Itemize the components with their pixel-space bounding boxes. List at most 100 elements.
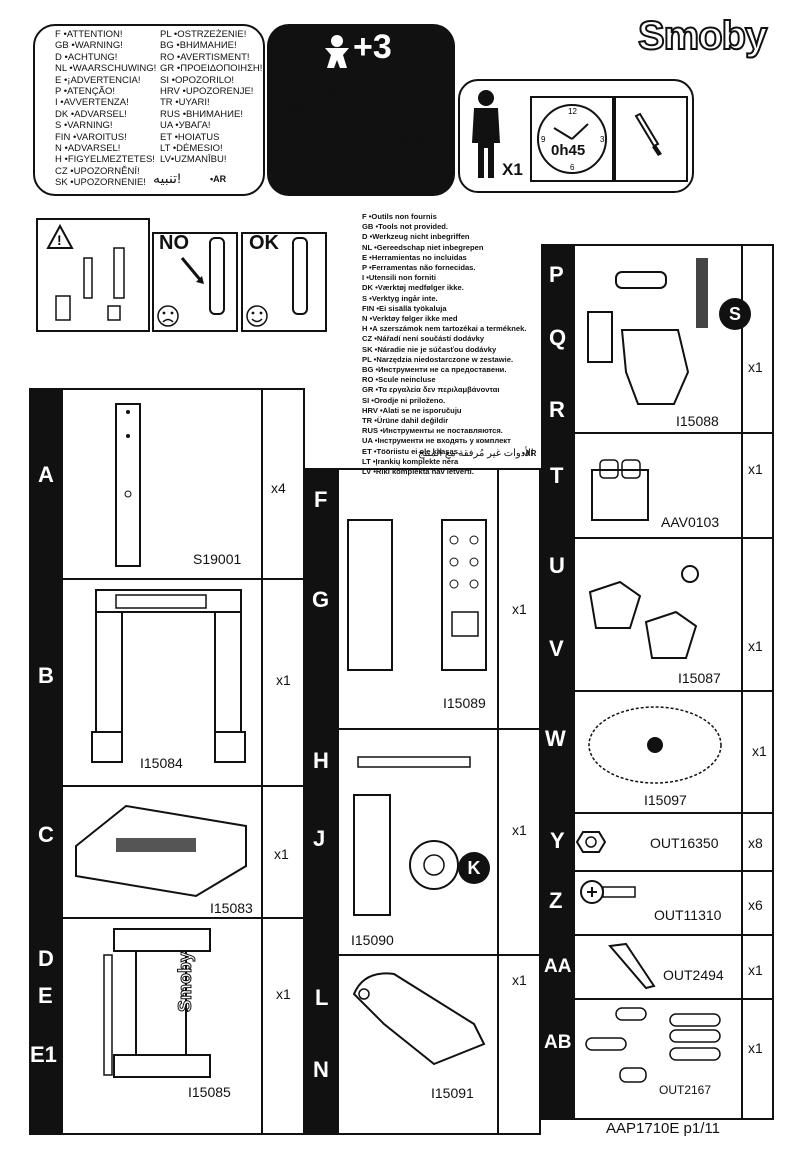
text-line: TR •Ürüne dahil değildir [362, 416, 449, 425]
part-letter-d: D [38, 946, 54, 971]
part-qty-l: x1 [512, 972, 527, 988]
part-qty-w: x1 [752, 743, 767, 759]
divider [541, 432, 774, 434]
right-column-frame [541, 244, 774, 1120]
part-badge-k: K [458, 852, 490, 884]
text-line: F •ATTENTION! [55, 29, 123, 40]
wrench-ok-label: OK [249, 232, 279, 254]
age-unit: yaşından [378, 98, 424, 111]
knife-icon [634, 112, 662, 156]
text-line: P •ATENÇÃO! [55, 86, 115, 97]
part-letter-c: C [38, 822, 54, 847]
knife-frame [614, 96, 688, 182]
text-line: PL •OSTRZEŻENIE! [160, 29, 247, 40]
age-unit: år [285, 160, 295, 173]
age-unit: години [329, 144, 366, 157]
text-line: F •Outils non fournis [362, 212, 437, 221]
part-letter-a: A [38, 462, 54, 487]
age-unit: let [378, 75, 391, 87]
text-line: D •Werkzeug nicht inbegriffen [362, 232, 470, 242]
text-line: GR •Τα εργαλεία δεν περιλαμβάνονται [362, 385, 500, 395]
part-ref-t: AAV0103 [661, 514, 720, 530]
text-line: DK •Værktøj medfølger ikke. [362, 283, 464, 293]
part-qty-y: x8 [748, 835, 763, 851]
text-line: UA •УВАГА! [160, 120, 211, 132]
text-line: CZ •Nářadí není součástí dodávky [362, 334, 485, 344]
middle-column-bar [305, 468, 339, 1135]
age-unit: лет [378, 109, 396, 122]
divider [541, 870, 774, 872]
part-ab-drawing [585, 1007, 721, 1083]
part-qty-a: x4 [271, 480, 286, 496]
part-c-drawing [75, 804, 247, 898]
part-qty-f: x1 [512, 601, 527, 617]
divider [541, 998, 774, 1000]
text-line: RO •Scule neincluse [362, 375, 436, 385]
part-letter-l: L [315, 985, 329, 1010]
part-letter-v: V [549, 636, 564, 661]
age-unit: lata [329, 132, 348, 145]
age-unit: év [329, 98, 341, 111]
text-line: PL •Narzędzia niedostarczone w zestawie. [362, 354, 514, 364]
wrench-warning-panel [36, 218, 150, 332]
age-unit: ani [329, 156, 345, 169]
text-line: GB •WARNING! [55, 40, 123, 52]
warning-arabic: تنبيه! [153, 170, 181, 186]
svg-text:Smoby: Smoby [175, 952, 195, 1012]
part-ref-a: S19001 [193, 551, 242, 567]
warning-box [33, 24, 265, 196]
text-line: H •A szerszámok nem tartozékai a termékn… [362, 324, 527, 334]
text-line: P •Ferramentas não fornecidas. [362, 263, 476, 272]
part-letter-aa: AA [544, 956, 572, 977]
right-column-bar [541, 244, 575, 1120]
part-letter-p: P [549, 262, 564, 287]
text-line: N •ADVARSEL! [55, 143, 121, 154]
text-line: NL •WAARSCHUWING! [55, 63, 157, 75]
text-line: SI •Orodje ni priloženo. [362, 395, 446, 405]
assembly-time: 0h45 [551, 142, 586, 159]
part-ref-aa: OUT2494 [663, 967, 724, 983]
assembly-info-box [458, 79, 694, 193]
part-letter-j: J [313, 826, 326, 851]
part-qty-h: x1 [512, 822, 527, 838]
part-letter-u: U [549, 553, 565, 578]
part-ref-c: I15083 [210, 900, 253, 916]
text-line: LV •Riki komplektā nav ietverti. [362, 467, 474, 476]
age-unit: ans [285, 79, 304, 91]
part-ref-f: I15089 [443, 695, 486, 711]
age-unit: år [285, 171, 295, 184]
part-qty-d: x1 [276, 986, 291, 1002]
divider [305, 954, 541, 956]
part-qty-c: x1 [274, 846, 289, 862]
part-ref-b: I15084 [140, 755, 183, 771]
age-unit: Jahre [285, 102, 314, 115]
divider [541, 934, 774, 936]
part-h-drawing [353, 756, 471, 916]
happy-face-icon [246, 237, 308, 327]
text-line: SK •Náradie nie je súčasťou dodávky [362, 344, 497, 354]
part-letter-e: E [38, 983, 53, 1008]
divider [305, 728, 541, 730]
text-line: DK •ADVARSEL! [55, 108, 127, 120]
warning-triangle-icon: ! [46, 223, 125, 321]
part-letter-y: Y [550, 828, 565, 853]
text-line: SK •UPOZORNENIE! [55, 177, 146, 189]
left-column-frame [29, 388, 305, 1135]
page-footer: AAP1710E p1/11 [606, 1120, 720, 1137]
part-ref-d: I15085 [188, 1084, 231, 1100]
child-icon [325, 35, 349, 68]
part-qty-p: x1 [748, 359, 763, 375]
part-letter-n: N [313, 1057, 329, 1082]
divider [29, 578, 305, 580]
svg-text:3: 3 [600, 135, 605, 144]
part-ref-ab: OUT2167 [659, 1083, 712, 1097]
sad-face-icon [157, 237, 225, 327]
part-letter-w: W [545, 726, 566, 751]
part-l-drawing [352, 972, 486, 1066]
text-line: H •FIGYELMEZTETES! [55, 154, 155, 166]
part-qty-aa: x1 [748, 962, 763, 978]
middle-column-frame [305, 468, 541, 1135]
text-line: I •Utensili non forniti [362, 273, 436, 283]
svg-text:6: 6 [570, 163, 575, 172]
